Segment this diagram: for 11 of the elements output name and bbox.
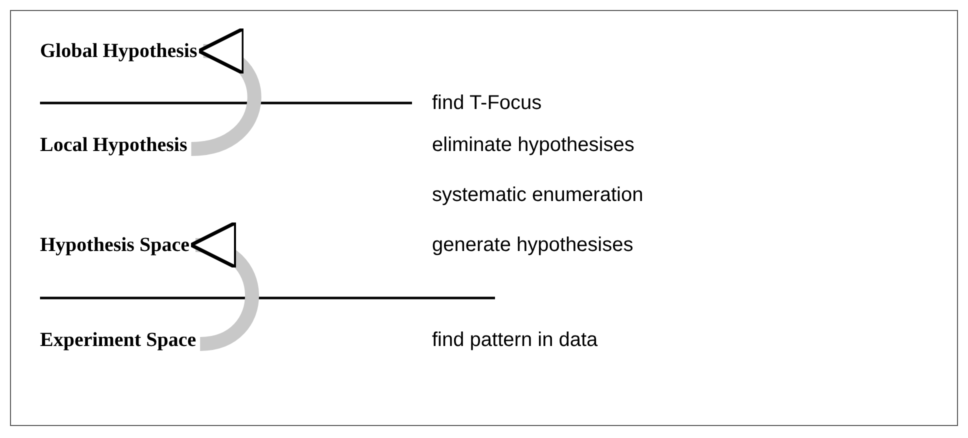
step-note: find T-Focus [432, 91, 542, 116]
curved-arrow [190, 32, 262, 156]
curved-arrow [189, 226, 259, 351]
step-note: generate hypothesises [432, 233, 634, 258]
level-label: Local Hypothesis [40, 132, 188, 158]
step-note: eliminate hypothesises [432, 133, 634, 158]
level-label: Experiment Space [40, 327, 196, 353]
step-note: find pattern in data [432, 328, 598, 353]
level-label: Hypothesis Space [40, 232, 190, 258]
step-note: systematic enumeration [432, 183, 644, 208]
level-label: Global Hypothesis [40, 38, 198, 64]
